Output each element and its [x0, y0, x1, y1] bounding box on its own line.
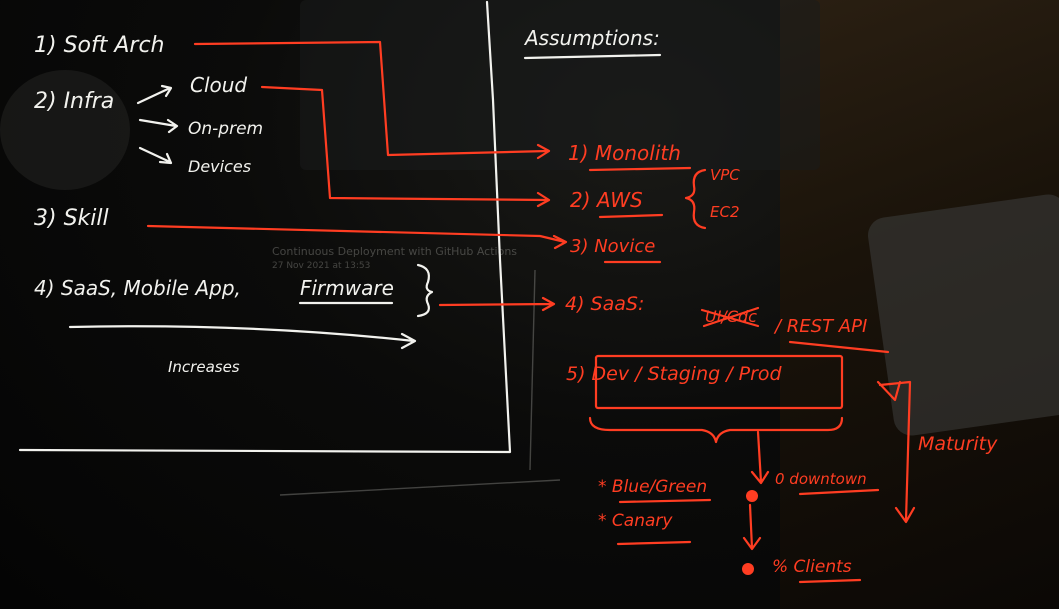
blue-green-underline [618, 498, 712, 504]
canary-underline [616, 540, 692, 546]
item-saas-prefix: 4) SaaS, Mobile App, [34, 276, 241, 300]
monolith-underline [588, 166, 692, 172]
saas-ui-strike [700, 306, 760, 328]
assumptions-title: Assumptions: [523, 26, 660, 50]
assumption-novice: 3) Novice [570, 236, 655, 257]
saas-rest-api: / REST API [773, 316, 867, 337]
deployment-strategies: * Blue/Green 0 downtown * Canary % Clien… [598, 380, 998, 584]
maturity-label: Maturity [918, 433, 998, 455]
downtime-underline [798, 488, 880, 496]
aws-ec2: EC2 [710, 203, 740, 221]
bullet-dot-1 [746, 490, 758, 502]
infra-cloud: Cloud [190, 73, 247, 97]
ghost-window-title: Continuous Deployment with GitHub Action… [272, 245, 517, 258]
environments-brace [588, 416, 844, 444]
item-infra: 2) Infra [34, 89, 114, 114]
ghost-reflection: Continuous Deployment with GitHub Action… [272, 245, 561, 496]
arrow-cloud-aws [260, 85, 551, 208]
mouse-reflection [0, 70, 130, 190]
environments-box [594, 354, 844, 410]
item-soft-arch: 1) Soft Arch [34, 33, 165, 58]
maturity-arrow [876, 380, 916, 524]
assumption-items: 1) Monolith 2) AWS VPC EC2 3) Novice 4) … [565, 141, 890, 444]
bullet-dot-2 [742, 563, 754, 575]
assumptions-header: Assumptions: [523, 26, 662, 60]
arrow-infra-cloud [136, 84, 173, 105]
arrow-infra-onprem [138, 118, 179, 134]
increases-arrow [68, 325, 417, 350]
assumptions-underline [523, 53, 662, 60]
percent-clients: % Clients [772, 557, 852, 577]
left-list: 1) Soft Arch 2) Infra Cloud On-prem Devi… [34, 33, 434, 376]
arrow-down-1 [750, 430, 770, 485]
clients-underline [798, 578, 862, 584]
strategy-blue-green: * Blue/Green [598, 477, 707, 497]
aws-vpc: VPC [710, 166, 740, 184]
zero-downtime: 0 downtown [775, 470, 867, 488]
arrow-skill-novice [146, 224, 568, 250]
divider-line [18, 0, 512, 454]
ghost-window-date: 27 Nov 2021 at 13:53 [272, 261, 370, 271]
arrow-down-2 [742, 503, 762, 551]
rest-api-underline [788, 340, 890, 354]
saas-brace [416, 263, 434, 318]
arrow-infra-devices [138, 146, 173, 165]
aws-underline [598, 213, 664, 219]
arrow-saas-saas [438, 296, 556, 312]
assumption-aws: 2) AWS [570, 188, 643, 212]
arrow-softarch-monolith [193, 40, 551, 160]
assumption-environments: 5) Dev / Staging / Prod [566, 363, 783, 385]
aws-brace [684, 168, 707, 230]
assumption-saas: 4) SaaS: [565, 293, 644, 315]
increases-label: Increases [168, 358, 240, 376]
infra-onprem: On-prem [188, 119, 263, 139]
assumption-monolith: 1) Monolith [568, 141, 681, 165]
infra-devices: Devices [188, 157, 251, 176]
item-skill: 3) Skill [34, 206, 109, 231]
strategy-canary: * Canary [598, 511, 673, 531]
red-connectors [146, 40, 568, 312]
item-firmware: Firmware [300, 276, 394, 300]
